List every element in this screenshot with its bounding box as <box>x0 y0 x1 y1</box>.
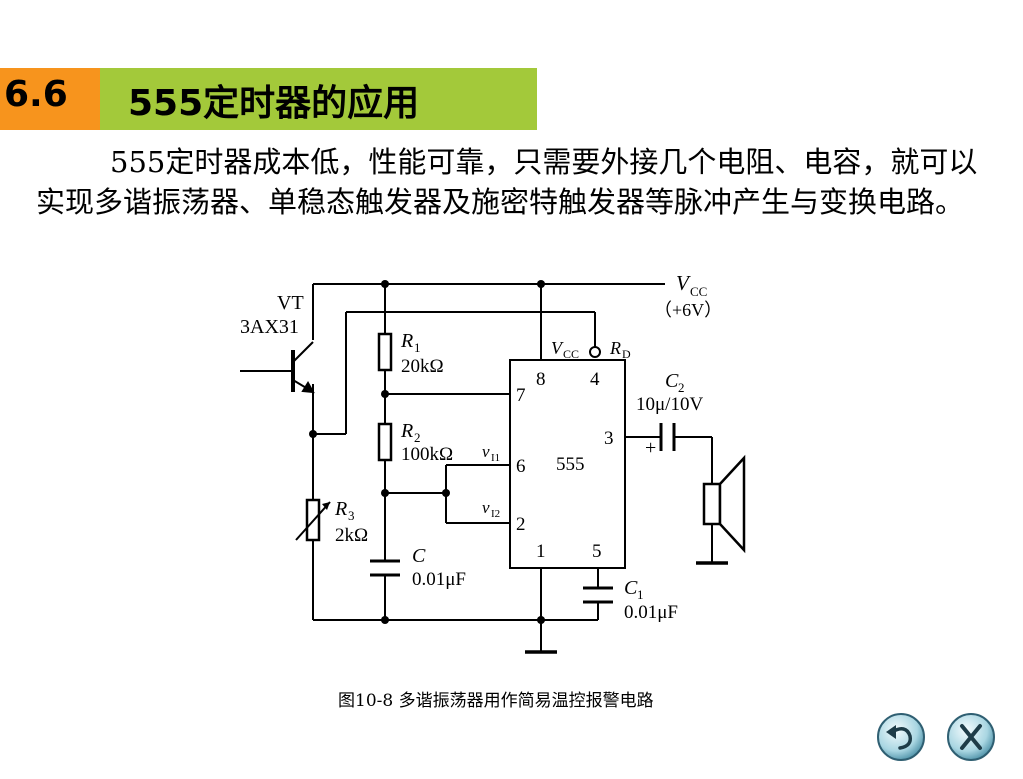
pin-7: 7 <box>516 385 526 406</box>
supply-value: （+6V） <box>654 300 722 320</box>
close-x-icon <box>960 724 982 750</box>
r3-name: R <box>334 498 347 520</box>
chip-rd-sub: D <box>622 347 631 361</box>
pin-5: 5 <box>592 541 602 562</box>
r1-value: 20kΩ <box>401 356 444 377</box>
section-number-box <box>0 68 100 130</box>
thermistor-r3 <box>295 498 331 542</box>
speaker-icon <box>702 454 746 554</box>
back-arrow-icon <box>886 725 913 750</box>
r2-sub: 2 <box>414 430 421 445</box>
c1-value: 0.01μF <box>624 602 678 623</box>
v11-label: v <box>482 442 490 461</box>
rd-inverter-bubble <box>589 346 601 358</box>
resistor-r1 <box>377 332 393 372</box>
v12-label: v <box>482 498 490 517</box>
c1-name: C <box>624 577 638 599</box>
intro-paragraph: 555定时器成本低，性能可靠，只需要外接几个电阻、电容，就可以实现多谐振荡器、单… <box>36 142 996 222</box>
c-name: C <box>412 545 426 567</box>
supply-sub: CC <box>690 284 707 299</box>
resistor-r2 <box>377 422 393 462</box>
figure-caption: 图10-8 多谐振荡器用作简易温控报警电路 <box>338 691 654 711</box>
page-title: 555定时器的应用 <box>128 83 420 124</box>
chip-vcc: V <box>551 338 564 358</box>
r1-sub: 1 <box>414 340 421 355</box>
c-value: 0.01μF <box>412 569 466 590</box>
chip-label: 555 <box>556 454 585 475</box>
junction-dots <box>309 280 545 624</box>
pin-2: 2 <box>516 514 526 535</box>
capacitor-c2 <box>659 423 676 451</box>
capacitor-c <box>370 559 400 577</box>
pin-8: 8 <box>536 369 546 390</box>
c1-sub: 1 <box>637 587 644 602</box>
c2-value: 10μ/10V <box>636 394 703 415</box>
close-button[interactable] <box>946 712 996 762</box>
pin-4: 4 <box>590 369 600 390</box>
r2-name: R <box>400 420 413 442</box>
r3-sub: 3 <box>348 508 355 523</box>
chip-rd: R <box>609 338 621 358</box>
pin-1: 1 <box>536 541 546 562</box>
capacitor-c1 <box>583 586 613 604</box>
transistor-vt <box>291 341 315 394</box>
section-number: 6.6 <box>4 74 68 115</box>
wires <box>240 283 713 652</box>
c2-name: C <box>665 370 679 392</box>
pin-6: 6 <box>516 456 526 477</box>
chip-555 <box>509 359 626 569</box>
v11-sub: I1 <box>491 452 500 464</box>
c2-sub: 2 <box>678 380 685 395</box>
transistor-name: VT <box>277 292 304 314</box>
c2-polarity: + <box>645 437 656 459</box>
pin-3: 3 <box>604 428 614 449</box>
transistor-model: 3AX31 <box>240 316 299 338</box>
title-box <box>100 68 537 130</box>
r3-value: 2kΩ <box>335 525 368 546</box>
supply-label: V <box>676 271 691 295</box>
r1-name: R <box>400 330 413 352</box>
chip-vcc-sub: CC <box>563 347 579 361</box>
intro-text: 555定时器成本低，性能可靠，只需要外接几个电阻、电容，就可以实现多谐振荡器、单… <box>36 145 978 219</box>
back-button[interactable] <box>876 712 926 762</box>
r2-value: 100kΩ <box>401 444 453 465</box>
v12-sub: I2 <box>491 508 500 520</box>
